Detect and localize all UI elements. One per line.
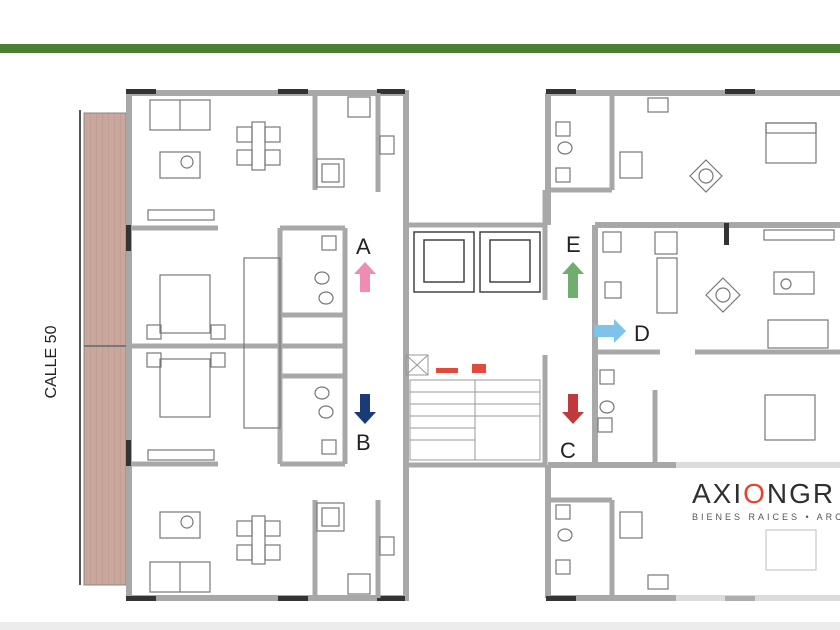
unit-label-d: D [634, 321, 650, 346]
unit-label-e: E [566, 232, 581, 257]
building-core [403, 190, 548, 468]
watermark-logo: AXIONGR [692, 478, 835, 510]
watermark-brand-end: NGR [766, 478, 836, 509]
unit-d-arrow [594, 319, 626, 343]
stairs [405, 354, 541, 461]
unit-label-a: A [356, 234, 371, 259]
unit-e-arrow [562, 262, 584, 298]
right-furniture [555, 97, 835, 590]
footer-bar [0, 622, 840, 630]
unit-label-b: B [356, 430, 371, 455]
watermark-brand-start: AXI [692, 478, 744, 509]
watermark-brand-accent: O [743, 478, 767, 509]
left-block-windows [126, 89, 405, 601]
unit-label-c: C [560, 438, 576, 463]
watermark-overlay [676, 460, 840, 630]
unit-c-arrow [562, 394, 584, 424]
right-interior-walls [548, 93, 840, 598]
street-label: CALLE 50 [43, 325, 60, 398]
header-band [0, 0, 840, 44]
unit-b-arrow [354, 394, 376, 424]
watermark-tagline: BIENES RAICES • ARC [692, 512, 840, 522]
header-green-bar [0, 44, 840, 53]
left-interior-walls [132, 93, 381, 598]
left-block-walls [126, 90, 409, 601]
unit-a-arrow [354, 262, 376, 292]
elevators [413, 231, 541, 293]
left-furniture [146, 96, 395, 595]
core-fixtures [436, 364, 486, 373]
balcony [79, 110, 127, 586]
floor-plan: A B C D E CALLE 50 [43, 89, 840, 601]
